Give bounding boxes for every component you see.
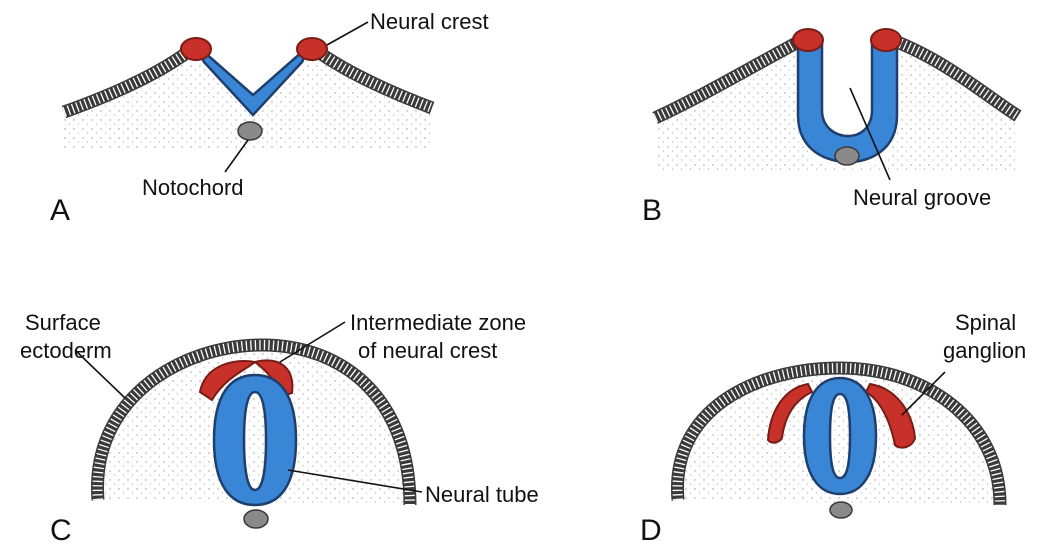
panel-letter-d: D [640,514,662,544]
label-spinal: Spinal [955,310,1016,335]
label-intermediate-zone: Intermediate zone [350,310,526,335]
label-notochord: Notochord [142,175,244,200]
label-surface: Surface [25,310,101,335]
panel-a: Neural crest Notochord A [50,9,489,227]
panel-c: Surface ectoderm Intermediate zone of ne… [20,310,539,544]
label-neural-crest: Neural crest [370,9,489,34]
notochord-b [835,147,859,165]
notochord-d [830,502,852,518]
panel-letter-c: C [50,514,72,544]
label-neural-tube: Neural tube [425,482,539,507]
panel-d: Spinal ganglion D [640,310,1026,544]
label-neural-groove: Neural groove [853,185,991,210]
mesenchyme-c [98,345,410,505]
label-ectoderm: ectoderm [20,338,112,363]
panel-letter-a: A [50,194,70,227]
notochord-c [244,510,268,528]
notochord-a [238,122,262,140]
neural-crest-a-left [181,38,211,60]
label-ganglion: ganglion [943,338,1026,363]
panel-letter-b: B [642,194,662,227]
panel-b: Neural groove B [642,29,1018,227]
neural-crest-b-left [793,29,823,51]
neural-crest-b-right [871,29,901,51]
neural-plate-b [798,42,897,162]
neural-crest-a-right [297,38,327,60]
label-of-neural-crest: of neural crest [358,338,497,363]
